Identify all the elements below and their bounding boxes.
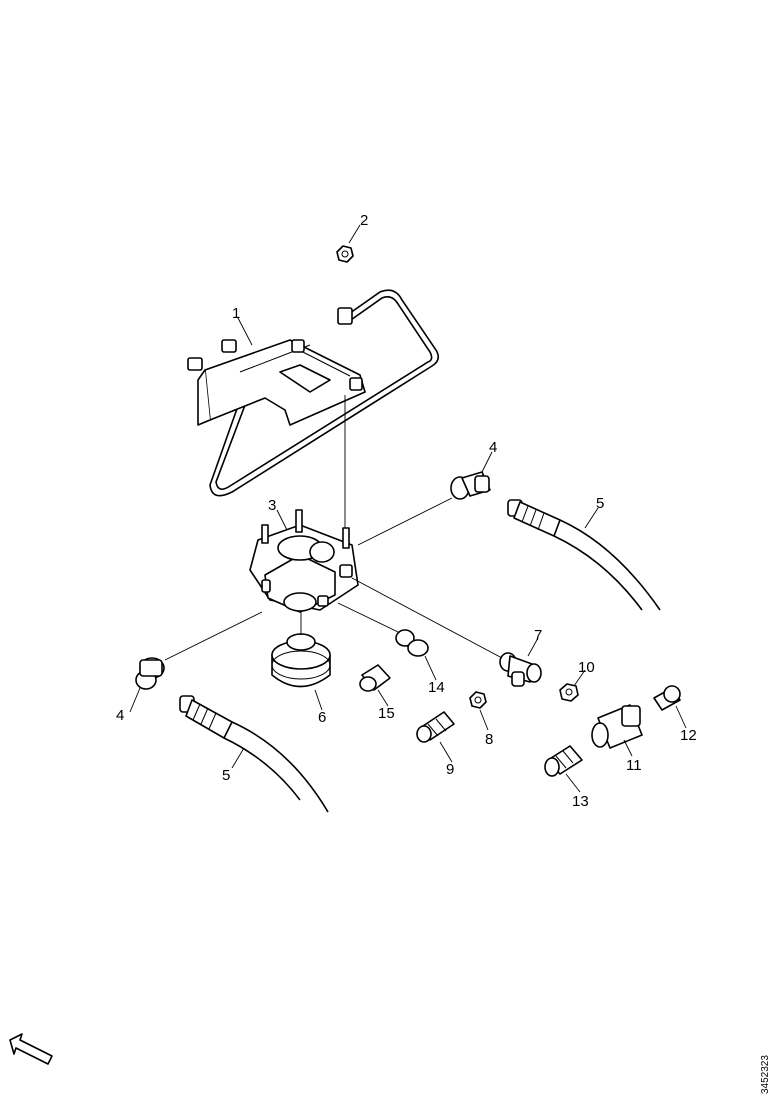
callout-12: 12: [680, 727, 697, 744]
part-4-lower-elbow: [135, 657, 165, 690]
part-6-silencer: [271, 612, 331, 688]
callout-2: 2: [360, 212, 368, 229]
part-3-valve: [249, 509, 359, 613]
callout-leaders: [129, 224, 687, 793]
callout-1: 1: [232, 305, 240, 322]
part-2-nut: [336, 245, 354, 263]
callout-4-upper: 4: [489, 439, 497, 456]
part-15-plug: [359, 664, 391, 692]
callout-7: 7: [534, 627, 542, 644]
leader-valve-to-tee-7: [351, 577, 503, 659]
leader-valve-to-fitting-14: [337, 602, 399, 633]
part-8-nut: [469, 691, 487, 709]
callout-8: 8: [485, 731, 493, 748]
callout-11: 11: [626, 757, 642, 774]
callout-5-lower: 5: [222, 767, 230, 784]
leader-valve-to-lower-elbow: [164, 611, 263, 661]
leader-valve-to-upper-elbow: [357, 497, 453, 546]
direction-arrow-icon: [9, 1033, 53, 1065]
callout-numbers: 1 2 3 4 5 4 5 6 7 8 9 10 11 12 13 14 15: [116, 212, 697, 810]
callout-14: 14: [428, 679, 445, 696]
part-11-valve-body: [591, 704, 643, 749]
part-1-bracket: [187, 289, 440, 497]
part-5-upper-hose: [507, 499, 661, 611]
drawing-number: 3452323: [760, 1055, 771, 1094]
callout-15: 15: [378, 705, 395, 722]
part-4-upper-elbow: [450, 471, 491, 500]
callout-10: 10: [578, 659, 595, 676]
callout-5-upper: 5: [596, 495, 604, 512]
callout-3: 3: [268, 497, 276, 514]
part-10-nut: [559, 683, 579, 702]
part-7-tee: [499, 652, 542, 687]
part-14-fitting: [395, 629, 429, 657]
part-9-connector: [416, 711, 455, 743]
part-12-connector: [653, 685, 681, 711]
callout-4-lower: 4: [116, 707, 124, 724]
callout-6: 6: [318, 709, 326, 726]
part-13-connector: [544, 745, 583, 777]
callout-13: 13: [572, 793, 589, 810]
callout-9: 9: [446, 761, 454, 778]
part-5-lower-hose: [179, 695, 329, 813]
